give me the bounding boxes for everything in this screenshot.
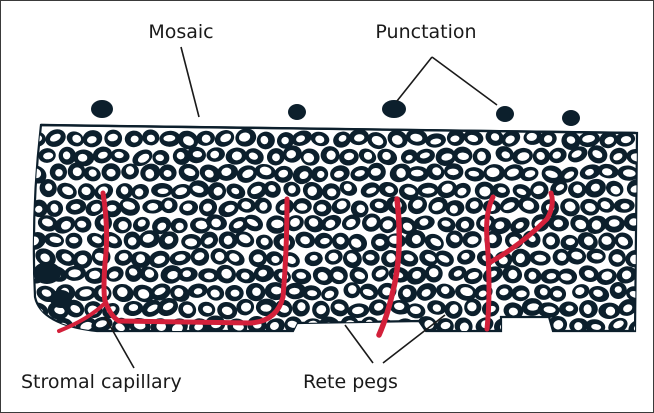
cell-nucleus — [556, 333, 579, 356]
cell-nucleus — [245, 350, 267, 371]
cell-nucleus — [395, 350, 417, 370]
cell-nucleus — [54, 350, 76, 368]
cell-nucleus — [216, 333, 237, 351]
cell-nucleus — [603, 350, 627, 370]
cell-nucleus — [529, 316, 549, 333]
punctation-dot — [91, 100, 113, 118]
cell-nucleus — [321, 347, 344, 370]
cell-nucleus — [594, 334, 618, 353]
cell-nucleus — [481, 331, 502, 351]
cell-nucleus — [166, 348, 192, 371]
cell-nucleus — [588, 351, 611, 373]
label-mosaic: Mosaic — [148, 21, 213, 43]
cell-nucleus — [428, 335, 448, 354]
cell-nucleus — [313, 200, 332, 217]
cell-nucleus — [513, 318, 535, 337]
cell-nucleus — [407, 334, 431, 356]
cell-nucleus — [510, 352, 530, 368]
cell-nucleus — [378, 350, 401, 371]
cell-nucleus — [238, 332, 258, 349]
cell-nucleus — [454, 348, 476, 369]
cell-nucleus — [341, 352, 360, 369]
cell-nucleus — [569, 351, 591, 373]
cell-nucleus — [64, 331, 90, 355]
punctation-leader-a — [397, 57, 432, 101]
cell-nucleus — [433, 352, 452, 370]
cell-nucleus — [74, 351, 97, 371]
cell-nucleus — [293, 332, 314, 352]
cell-nucleus — [251, 334, 274, 353]
cell-nucleus — [228, 351, 249, 368]
cell-nucleus — [140, 334, 165, 356]
label-stromal-capillary: Stromal capillary — [21, 371, 182, 393]
punctation-leader-b — [432, 57, 497, 105]
mosaic-leader — [181, 47, 199, 117]
rete-pegs-leader-a — [345, 325, 373, 363]
label-rete-pegs: Rete pegs — [303, 371, 398, 393]
cell-nucleus — [207, 349, 230, 368]
cell-nucleus — [146, 351, 170, 371]
cell-nucleus — [271, 334, 295, 354]
cell-nucleus — [539, 335, 561, 351]
label-punctation: Punctation — [375, 21, 476, 43]
cell-nucleus — [301, 349, 324, 371]
cell-nucleus — [622, 350, 646, 371]
cell-nucleus — [95, 350, 114, 367]
punctation-dot — [382, 100, 406, 118]
cell-nucleus — [225, 285, 244, 301]
cell-nucleus — [86, 334, 104, 350]
punctation-dot — [288, 104, 306, 120]
cell-nucleus — [473, 351, 496, 369]
cell-nucleus — [526, 349, 551, 371]
cell-nucleus — [261, 350, 285, 370]
cell-nucleus — [198, 332, 217, 352]
cell-nucleus — [188, 349, 209, 368]
cell-nucleus — [548, 351, 571, 368]
cell-nucleus — [28, 334, 51, 351]
punctation-dots — [91, 100, 580, 126]
cell-nucleus — [47, 332, 69, 352]
cell-nucleus — [418, 350, 437, 369]
cell-nucleus — [33, 349, 55, 369]
cell-nucleus — [327, 334, 351, 353]
cell-nucleus — [178, 332, 203, 355]
punctation-dot — [496, 106, 514, 122]
cell-nucleus — [310, 331, 334, 355]
cell-nucleus — [489, 350, 515, 373]
cell-nucleus — [502, 333, 523, 352]
cell-nucleus — [576, 335, 597, 351]
cell-nucleus — [286, 353, 304, 370]
cell-nucleus — [521, 335, 540, 355]
cell-nucleus — [266, 215, 287, 234]
cell-nucleus — [442, 333, 464, 349]
cell-nucleus — [161, 333, 183, 351]
cell-nucleus — [464, 331, 487, 352]
cell-nucleus — [617, 333, 637, 353]
punctation-dot — [562, 110, 580, 126]
